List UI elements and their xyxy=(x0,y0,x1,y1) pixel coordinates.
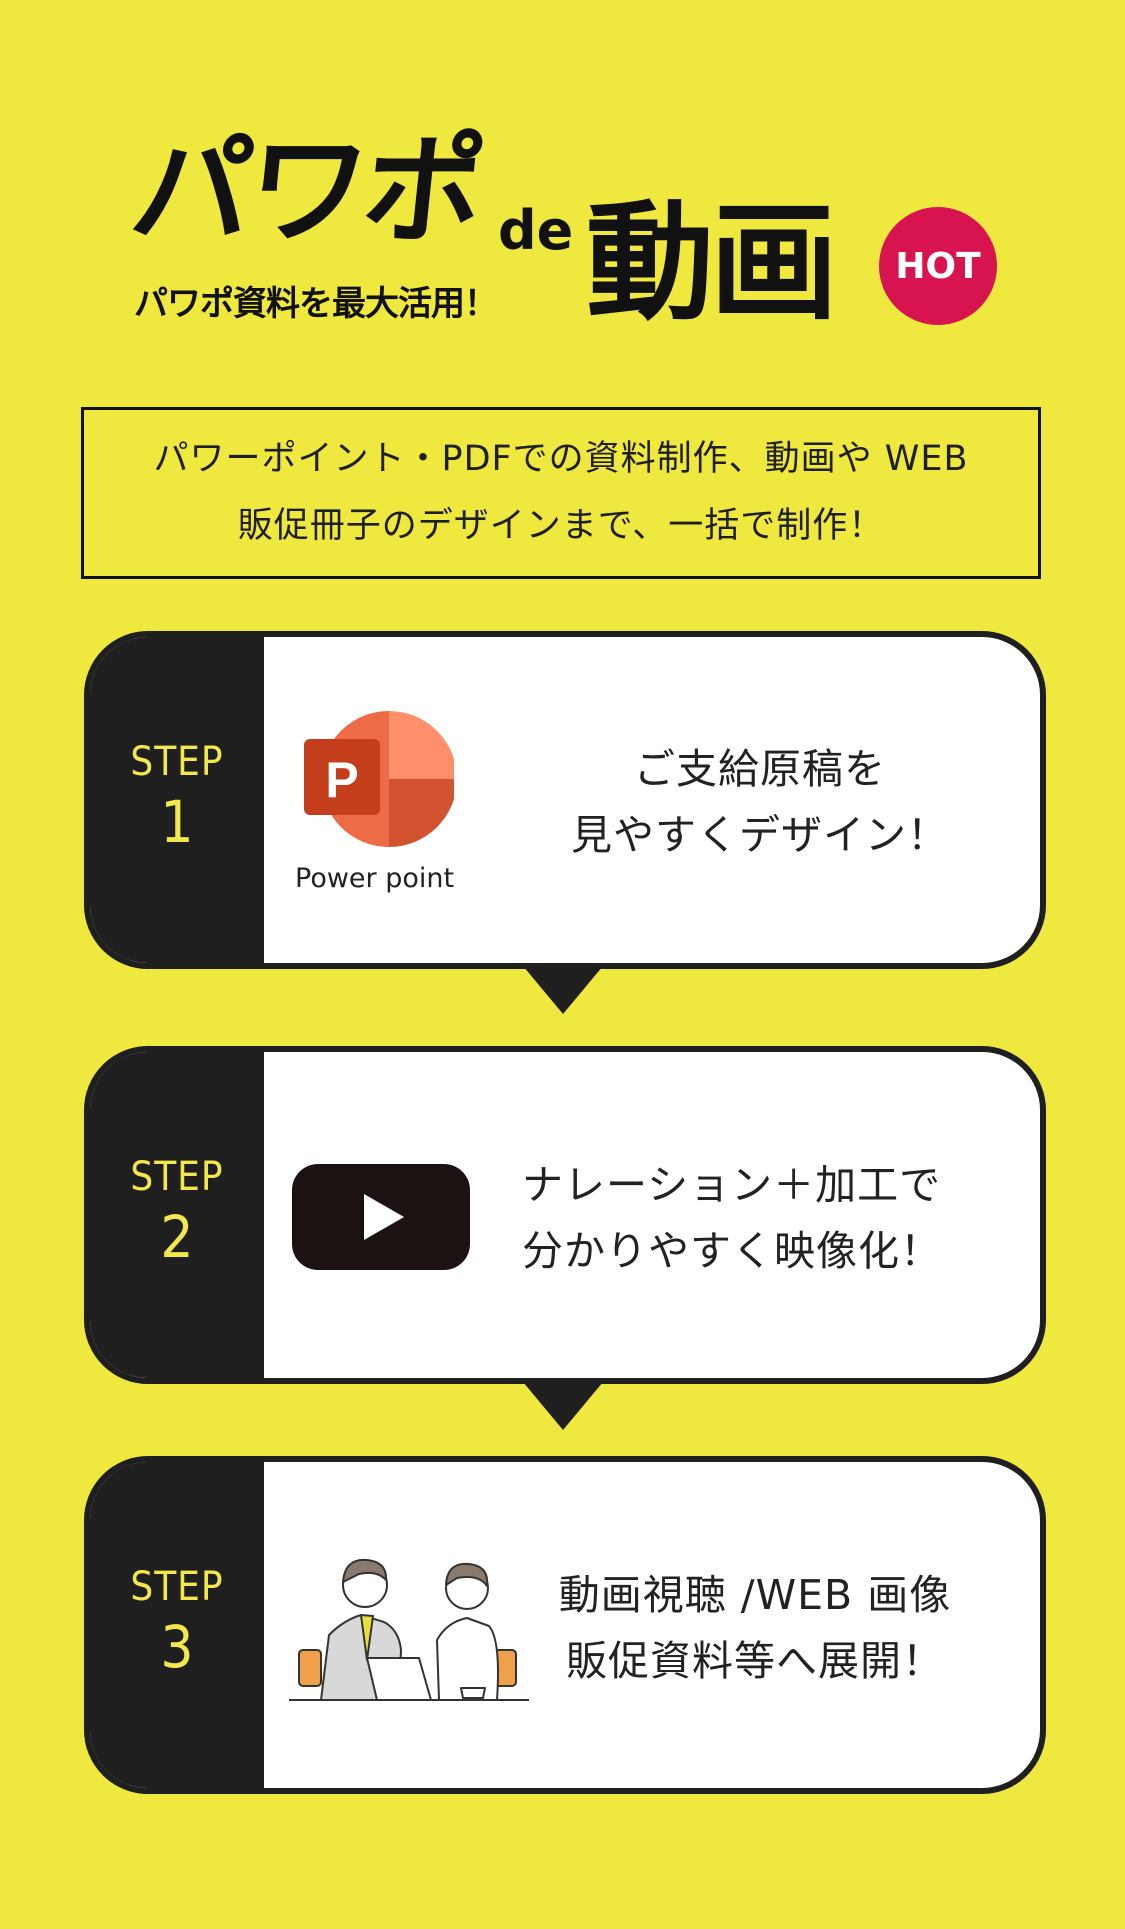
step-3-card: STEP 3 動画視聴 /WEB 画像 販促資料等へ展開！ xyxy=(84,1456,1046,1794)
step-2-description: ナレーション＋加工で 分かりやすく映像化！ xyxy=(522,1152,1002,1284)
step-2-line-2: 分かりやすく映像化！ xyxy=(522,1227,942,1275)
step-2-line-1: ナレーション＋加工で xyxy=(522,1161,942,1209)
step-1-tail xyxy=(523,966,603,1014)
svg-text:P: P xyxy=(325,752,358,808)
step-1-description: ご支給原稿を 見やすくデザイン！ xyxy=(510,736,1010,868)
step-1-label: STEP 1 xyxy=(90,637,264,963)
step-2-tail xyxy=(523,1382,603,1430)
step-number: 1 xyxy=(160,788,194,857)
powerpoint-icon: P xyxy=(304,711,454,847)
intro-line-1: パワーポイント・PDFでの資料制作、動画や WEB xyxy=(153,439,969,479)
step-3-label: STEP 3 xyxy=(90,1462,264,1788)
title-douga: 動画 xyxy=(586,189,838,338)
step-text: STEP xyxy=(130,1154,224,1201)
step-number: 3 xyxy=(160,1613,194,1682)
step-3-line-1: 動画視聴 /WEB 画像 xyxy=(558,1571,952,1619)
step-1-card: STEP 1 P Power point ご支給原稿を 見やすくデザイン！ xyxy=(84,631,1046,969)
video-play-icon xyxy=(292,1164,470,1270)
step-3-description: 動画視聴 /WEB 画像 販促資料等へ展開！ xyxy=(530,1562,980,1694)
business-meeting-illustration xyxy=(289,1558,529,1701)
title-de: de xyxy=(498,199,574,262)
hot-badge: HOT xyxy=(879,207,997,325)
step-2-card: STEP 2 ナレーション＋加工で 分かりやすく映像化！ xyxy=(84,1046,1046,1384)
powerpoint-label: Power point xyxy=(295,863,455,894)
step-text: STEP xyxy=(130,739,224,786)
title-pawapo: パワポ xyxy=(124,122,488,261)
step-number: 2 xyxy=(160,1203,194,1272)
step-1-line-2: 見やすくデザイン！ xyxy=(571,811,949,859)
intro-line-2: 販促冊子のデザインまで、一括で制作！ xyxy=(237,506,885,546)
step-3-line-2: 販促資料等へ展開！ xyxy=(566,1637,944,1685)
intro-box: パワーポイント・PDFでの資料制作、動画や WEB 販促冊子のデザインまで、一括… xyxy=(81,407,1041,579)
step-text: STEP xyxy=(130,1564,224,1611)
step-2-label: STEP 2 xyxy=(90,1052,264,1378)
step-1-line-1: ご支給原稿を xyxy=(634,745,886,793)
subtitle: パワポ資料を最大活用！ xyxy=(134,284,498,324)
